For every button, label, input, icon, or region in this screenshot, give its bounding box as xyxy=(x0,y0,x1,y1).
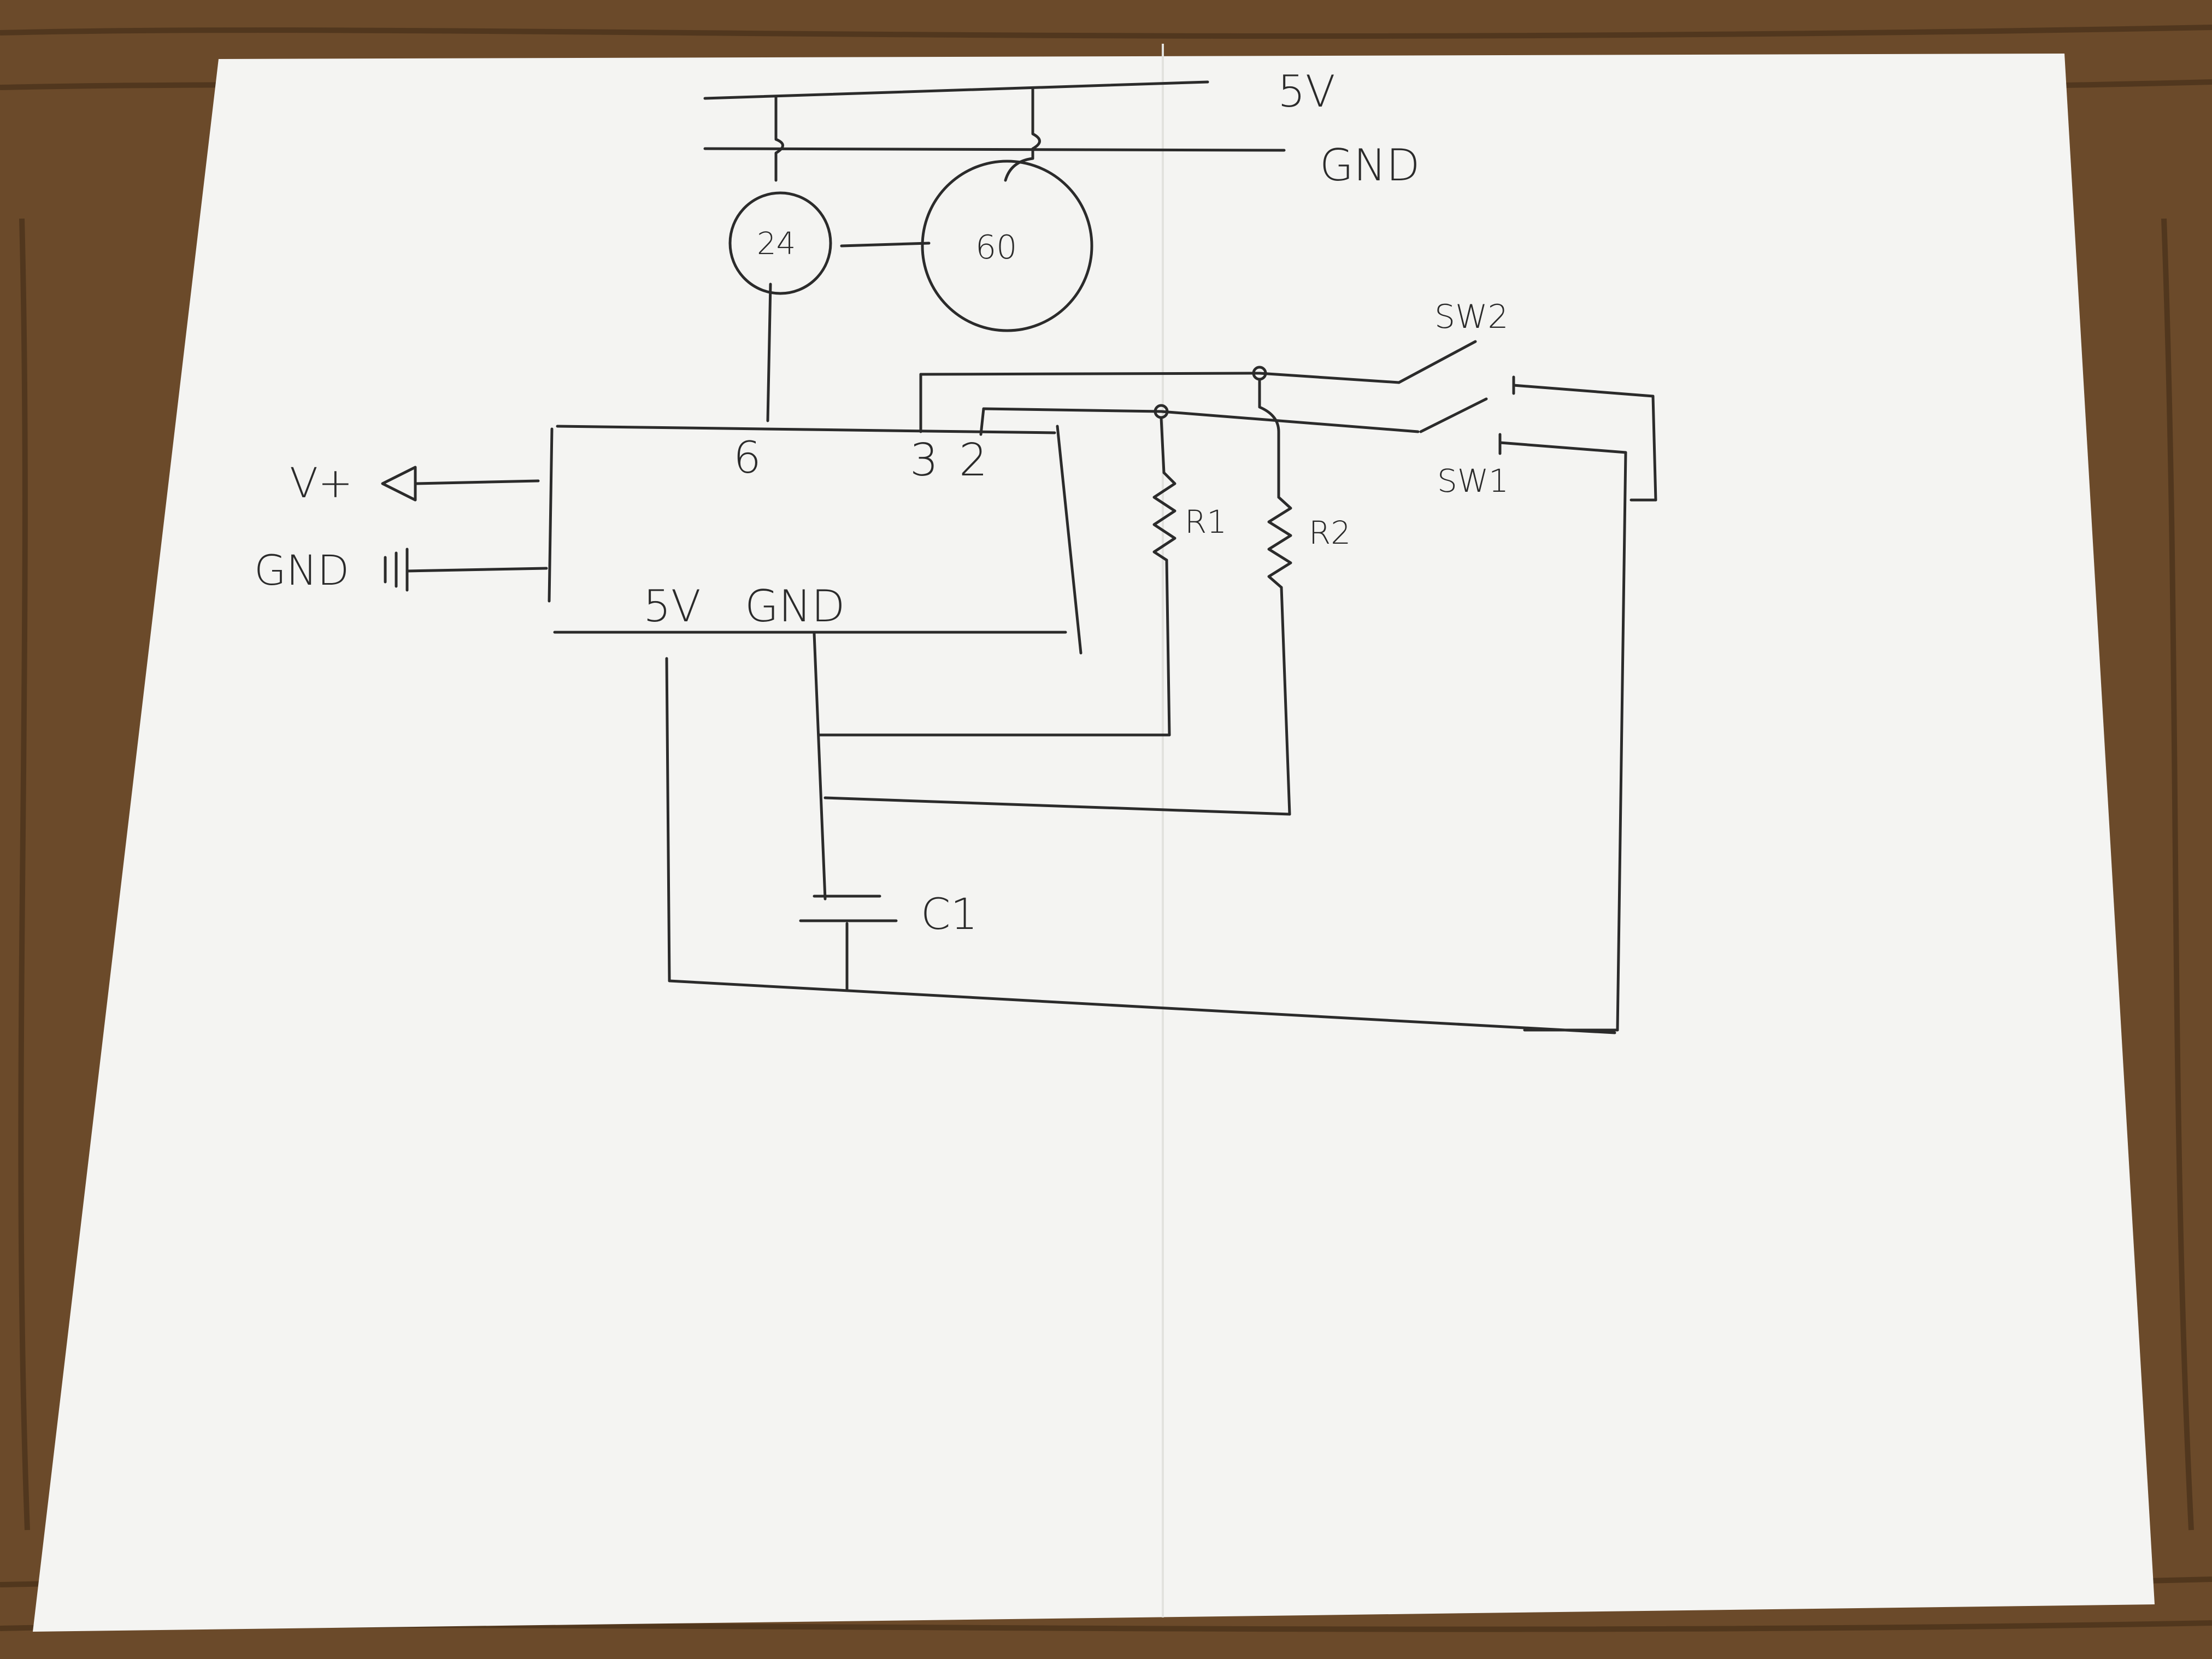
paper-sheet xyxy=(33,54,2155,1632)
capacitor-c1 xyxy=(799,895,898,991)
small-circle-24 xyxy=(728,191,832,295)
resistor-r1 xyxy=(1152,416,1176,737)
chip-5v-loop xyxy=(665,657,1616,1034)
circle-wiring xyxy=(766,87,1041,422)
chip-box xyxy=(548,425,1083,655)
resistor-r2 xyxy=(1258,378,1292,816)
switch-2-label: SW2 xyxy=(1434,298,1509,336)
chip-pin-6: 6 xyxy=(733,432,761,483)
gnd-output-label: GND xyxy=(254,546,349,595)
chip-pin-3: 3 xyxy=(910,434,938,486)
large-circle-label: 60 xyxy=(975,228,1017,267)
capacitor-c1-label: C1 xyxy=(921,890,978,939)
chip-pin-2: 2 xyxy=(959,434,987,486)
small-circle-label: 24 xyxy=(757,226,796,262)
switch-1-label: SW1 xyxy=(1437,462,1509,499)
switch-wiring xyxy=(919,340,1657,1032)
resistor-r1-label: R1 xyxy=(1185,503,1227,540)
large-circle-60 xyxy=(921,160,1093,332)
rail-gnd-label: GND xyxy=(1320,140,1420,191)
rail-5v-label: 5V xyxy=(1278,66,1336,117)
chip-pin-5v: 5V xyxy=(643,581,701,632)
vplus-output xyxy=(381,466,540,502)
chip-gnd-bus xyxy=(813,632,1291,901)
gnd-output xyxy=(384,548,548,592)
vplus-label: V+ xyxy=(290,458,353,507)
chip-pin-gnd: GND xyxy=(745,581,845,632)
power-rails xyxy=(703,80,1286,152)
resistor-r2-label: R2 xyxy=(1309,514,1351,551)
